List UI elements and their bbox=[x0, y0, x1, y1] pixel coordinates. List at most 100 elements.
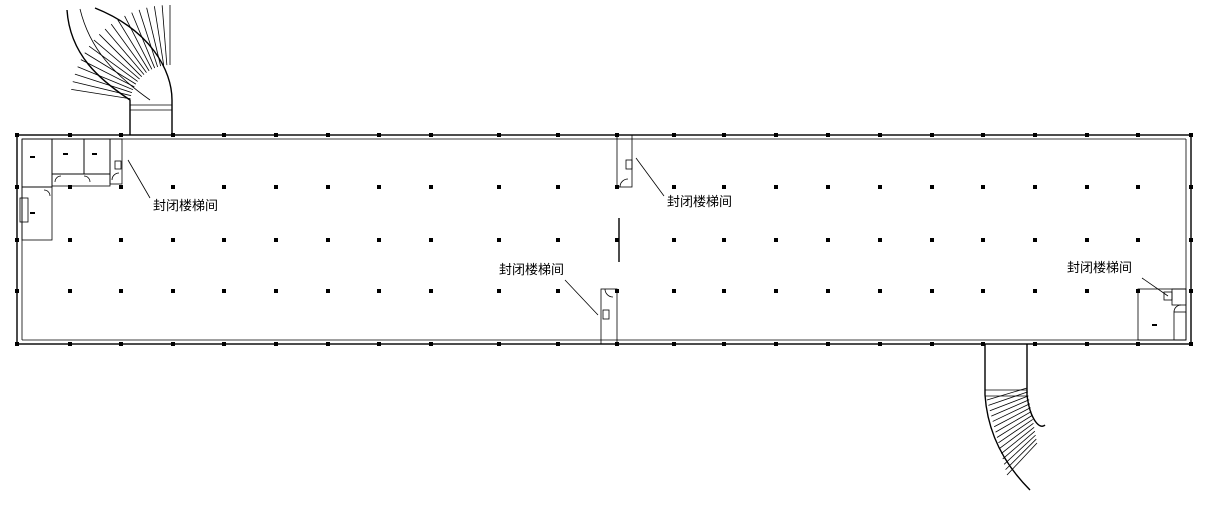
leader-line-stair-east bbox=[1141, 277, 1169, 297]
stair-tread bbox=[986, 387, 1028, 401]
stair-core-south-center bbox=[600, 288, 618, 345]
structural-column bbox=[429, 133, 433, 137]
structural-column bbox=[1189, 342, 1193, 346]
stair-tread bbox=[84, 52, 137, 85]
structural-column bbox=[119, 289, 123, 293]
structural-column bbox=[878, 133, 882, 137]
structural-column bbox=[556, 238, 560, 242]
stair-tread bbox=[117, 19, 150, 72]
stair-tread bbox=[1002, 430, 1036, 460]
structural-column bbox=[377, 289, 381, 293]
leader-line-stair-south-center bbox=[564, 279, 599, 316]
stair-tread bbox=[138, 9, 159, 68]
structural-column bbox=[981, 238, 985, 242]
structural-column bbox=[119, 342, 123, 346]
stair-tread bbox=[1006, 442, 1038, 476]
structural-column bbox=[377, 133, 381, 137]
structural-column bbox=[222, 289, 226, 293]
stair-tread bbox=[991, 399, 1030, 417]
stair-tread bbox=[146, 7, 162, 67]
structural-column bbox=[15, 342, 19, 346]
structural-column bbox=[774, 289, 778, 293]
structural-column bbox=[878, 289, 882, 293]
room-cluster-northwest bbox=[19, 138, 123, 241]
stair-tread bbox=[88, 45, 138, 82]
stair-tread bbox=[992, 403, 1031, 422]
leader-line-stair-nw bbox=[127, 159, 151, 199]
stair-tread bbox=[124, 15, 153, 70]
structural-column bbox=[1136, 289, 1140, 293]
stair-tread bbox=[996, 415, 1033, 438]
structural-column bbox=[615, 342, 619, 346]
structural-column bbox=[774, 238, 778, 242]
structural-column bbox=[826, 133, 830, 137]
structural-column bbox=[119, 238, 123, 242]
building-outline bbox=[16, 134, 1192, 345]
label-stair-nw: 封闭楼梯间 bbox=[153, 199, 219, 214]
structural-column bbox=[274, 133, 278, 137]
structural-column bbox=[672, 185, 676, 189]
structural-column bbox=[1189, 289, 1193, 293]
structural-column bbox=[826, 342, 830, 346]
stair-tread bbox=[93, 39, 140, 80]
structural-column bbox=[377, 238, 381, 242]
stair-tread bbox=[80, 59, 135, 88]
structural-column bbox=[615, 238, 619, 242]
stair-tread bbox=[1003, 434, 1036, 465]
structural-column bbox=[672, 289, 676, 293]
leader-line-stair-north-center bbox=[635, 157, 665, 197]
structural-column bbox=[1136, 133, 1140, 137]
structural-column bbox=[1033, 133, 1037, 137]
structural-column bbox=[429, 342, 433, 346]
structural-column bbox=[722, 342, 726, 346]
structural-column bbox=[878, 238, 882, 242]
stair-tread bbox=[99, 34, 142, 77]
structural-column bbox=[171, 342, 175, 346]
structural-column bbox=[1085, 289, 1089, 293]
structural-column bbox=[774, 185, 778, 189]
structural-column bbox=[1033, 238, 1037, 242]
stair-tread bbox=[131, 12, 156, 69]
structural-column bbox=[68, 342, 72, 346]
structural-column bbox=[68, 133, 72, 137]
structural-column bbox=[1033, 289, 1037, 293]
structural-column bbox=[171, 133, 175, 137]
structural-column bbox=[1189, 133, 1193, 137]
structural-column bbox=[774, 342, 778, 346]
stair-tread bbox=[989, 395, 1029, 412]
structural-column bbox=[429, 238, 433, 242]
structural-column bbox=[722, 238, 726, 242]
stair-tread bbox=[1005, 438, 1037, 470]
structural-column bbox=[274, 185, 278, 189]
structural-column bbox=[1085, 342, 1089, 346]
spiral-stair-southeast bbox=[984, 344, 1046, 491]
stair-tread bbox=[995, 411, 1032, 433]
structural-column bbox=[1136, 342, 1140, 346]
stair-tread bbox=[993, 407, 1031, 428]
label-stair-south-center: 封闭楼梯间 bbox=[499, 263, 565, 278]
structural-column bbox=[222, 185, 226, 189]
spiral-stair-northwest bbox=[66, 5, 173, 135]
structural-column bbox=[1033, 342, 1037, 346]
structural-column bbox=[15, 289, 19, 293]
stair-tread bbox=[110, 23, 147, 73]
label-stair-east: 封闭楼梯间 bbox=[1067, 261, 1133, 276]
structural-column bbox=[930, 342, 934, 346]
structural-column bbox=[274, 342, 278, 346]
structural-column bbox=[930, 185, 934, 189]
structural-column bbox=[1085, 133, 1089, 137]
structural-column bbox=[930, 289, 934, 293]
structural-column bbox=[1085, 238, 1089, 242]
structural-column bbox=[497, 185, 501, 189]
stair-tread bbox=[1001, 426, 1035, 454]
structural-column bbox=[722, 133, 726, 137]
structural-column bbox=[68, 289, 72, 293]
structural-column bbox=[429, 185, 433, 189]
structural-column bbox=[672, 238, 676, 242]
structural-column bbox=[722, 185, 726, 189]
structural-column bbox=[981, 185, 985, 189]
structural-column bbox=[981, 289, 985, 293]
structural-column bbox=[672, 342, 676, 346]
structural-column bbox=[556, 289, 560, 293]
